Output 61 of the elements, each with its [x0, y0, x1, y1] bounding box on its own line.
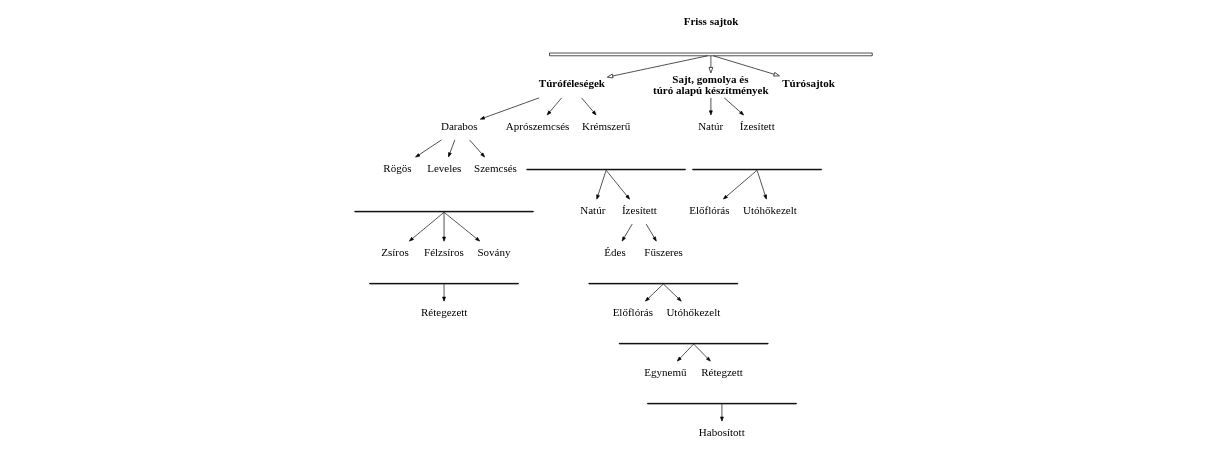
node-text: Egynemű: [644, 366, 687, 379]
arrow: [712, 55, 780, 77]
node-bar: [549, 52, 873, 57]
node-text: Előflórás: [689, 204, 730, 217]
arrow: [756, 170, 767, 200]
node-bar: [526, 168, 686, 171]
node-text: Szemcsés: [474, 162, 517, 175]
node-text: Utóhőkezelt: [742, 204, 797, 217]
node-text: Zsíros: [381, 246, 409, 259]
arrow: [546, 97, 562, 116]
node-text: Darabos: [440, 120, 478, 133]
arrow: [442, 212, 446, 242]
arrow: [720, 403, 724, 422]
node-text: Előflórás: [612, 306, 654, 319]
arrow: [605, 170, 630, 200]
node-text: Túróféleségek: [538, 77, 605, 90]
arrow: [677, 343, 694, 362]
node-text: Rétegzett: [701, 366, 743, 379]
arrow: [442, 283, 446, 302]
node-bar: [354, 210, 534, 213]
node-text: Sajt, gomolya és túró alapú készítmények: [652, 72, 769, 96]
arrow: [581, 97, 597, 116]
node-text: Édes: [604, 246, 626, 259]
arrow: [443, 211, 481, 242]
node-text: Krémszerű: [581, 120, 631, 133]
arrow: [723, 97, 744, 116]
arrow: [709, 97, 713, 116]
node-text: Natúr: [580, 204, 606, 217]
arrow: [479, 97, 540, 120]
arrow: [645, 283, 664, 302]
arrow: [469, 139, 485, 158]
arrow: [621, 223, 633, 242]
node-bar: [647, 402, 797, 405]
node-bar: [692, 168, 822, 171]
arrow: [645, 223, 657, 242]
node-text: Utóhőkezelt: [666, 306, 721, 319]
node-bar: [618, 342, 769, 345]
node-bar: [369, 282, 519, 285]
arrow: [606, 55, 708, 79]
node-text: Natúr: [698, 120, 724, 133]
arrow: [596, 170, 607, 200]
node-text: Habosított: [698, 426, 745, 439]
node-text: Friss sajtok: [683, 15, 739, 28]
node-text: Túrósajtok: [782, 77, 835, 90]
node-text: Ízesített: [739, 120, 775, 133]
arrow: [448, 139, 456, 158]
node-text: Aprószemcsés: [505, 120, 570, 133]
node-text: Sovány: [477, 246, 511, 259]
node-text: Leveles: [427, 162, 462, 175]
node-text: Félzsíros: [424, 246, 464, 259]
node-text: Fűszeres: [644, 246, 683, 259]
arrow: [409, 211, 445, 242]
arrow: [708, 55, 714, 74]
node-text: Rögös: [383, 162, 412, 175]
arrow: [693, 343, 711, 362]
node-bar: [588, 282, 739, 285]
arrow: [415, 139, 442, 158]
arrow: [723, 169, 758, 200]
node-text: Ízesített: [621, 204, 657, 217]
arrow: [663, 283, 682, 302]
node-text: Rétegezett: [420, 306, 468, 319]
